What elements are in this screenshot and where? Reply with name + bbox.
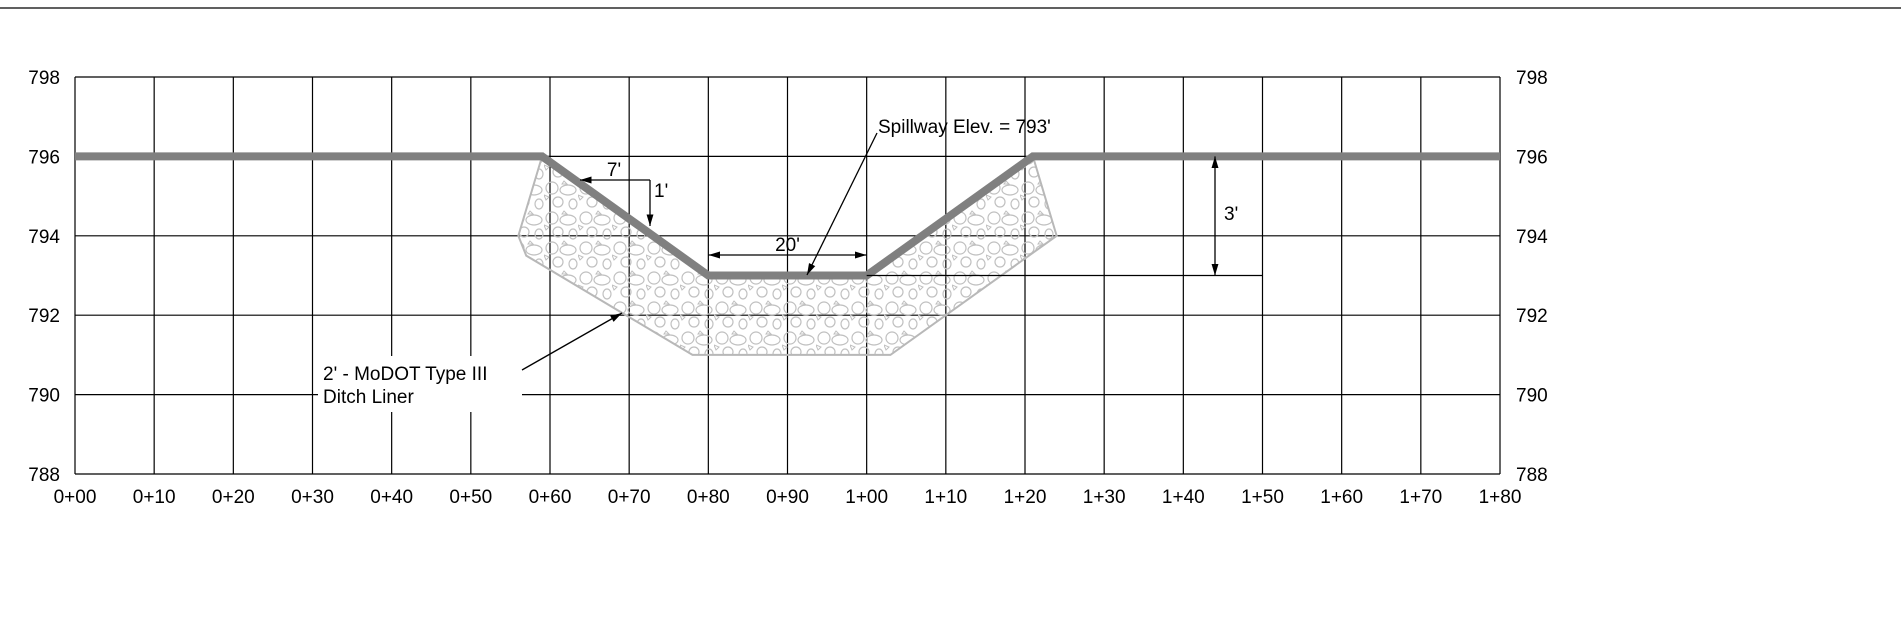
x-tick-label: 1+10: [924, 487, 967, 508]
y-tick-label-left: 790: [28, 386, 60, 407]
annotation-layer: Spillway Elev. = 793' 20' 7' 1' 3' 2' - MoDOT…: [318, 117, 1263, 412]
liner-leader-arrow: [521, 312, 623, 371]
y-tick-label-left: 792: [28, 306, 60, 327]
y-tick-label-right: 798: [1516, 68, 1548, 89]
slope-run-label: 7': [607, 160, 621, 181]
liner-label-line-1: 2' - MoDOT Type III: [323, 364, 487, 385]
x-tick-label: 0+10: [133, 487, 176, 508]
y-tick-label-right: 796: [1516, 147, 1548, 168]
x-tick-label: 0+00: [54, 487, 97, 508]
x-tick-label: 1+80: [1479, 487, 1522, 508]
y-tick-label-right: 790: [1516, 386, 1548, 407]
y-tick-label-left: 794: [28, 227, 60, 248]
y-tick-label-right: 794: [1516, 227, 1548, 248]
slope-rise-label: 1': [654, 181, 668, 202]
x-tick-label: 0+40: [370, 487, 413, 508]
y-tick-label-left: 796: [28, 147, 60, 168]
axis-labels: 0+00 0+10 0+20 0+30 0+40 0+50 0+60 0+70 0+80 0+90…: [28, 68, 1548, 508]
depth-label: 3': [1224, 204, 1238, 225]
x-tick-label: 0+20: [212, 487, 255, 508]
ground-profile-layer: [74, 152, 1501, 280]
y-tick-label-left: 788: [28, 465, 60, 486]
spillway-elevation-label: Spillway Elev. = 793': [878, 117, 1051, 138]
x-tick-label: 0+60: [529, 487, 572, 508]
x-tick-label: 0+80: [687, 487, 730, 508]
y-tick-label-left: 798: [28, 68, 60, 89]
x-tick-label: 1+60: [1320, 487, 1363, 508]
liner-label-background: [318, 356, 522, 412]
x-tick-label: 0+90: [766, 487, 809, 508]
x-tick-label: 1+20: [1004, 487, 1047, 508]
bottom-width-label: 20': [775, 235, 800, 256]
x-tick-label: 1+50: [1241, 487, 1284, 508]
x-tick-label: 0+30: [291, 487, 334, 508]
x-tick-label: 1+70: [1399, 487, 1442, 508]
x-tick-label: 1+40: [1162, 487, 1205, 508]
liner-label-line-2: Ditch Liner: [323, 387, 414, 408]
y-tick-label-right: 788: [1516, 465, 1548, 486]
y-tick-label-right: 792: [1516, 306, 1548, 327]
x-tick-label: 0+50: [449, 487, 492, 508]
x-tick-label: 1+30: [1083, 487, 1126, 508]
x-tick-label: 0+70: [608, 487, 651, 508]
spillway-leader-arrow: [806, 132, 878, 276]
x-tick-label: 1+00: [845, 487, 888, 508]
ground-profile-line: [75, 152, 1500, 280]
